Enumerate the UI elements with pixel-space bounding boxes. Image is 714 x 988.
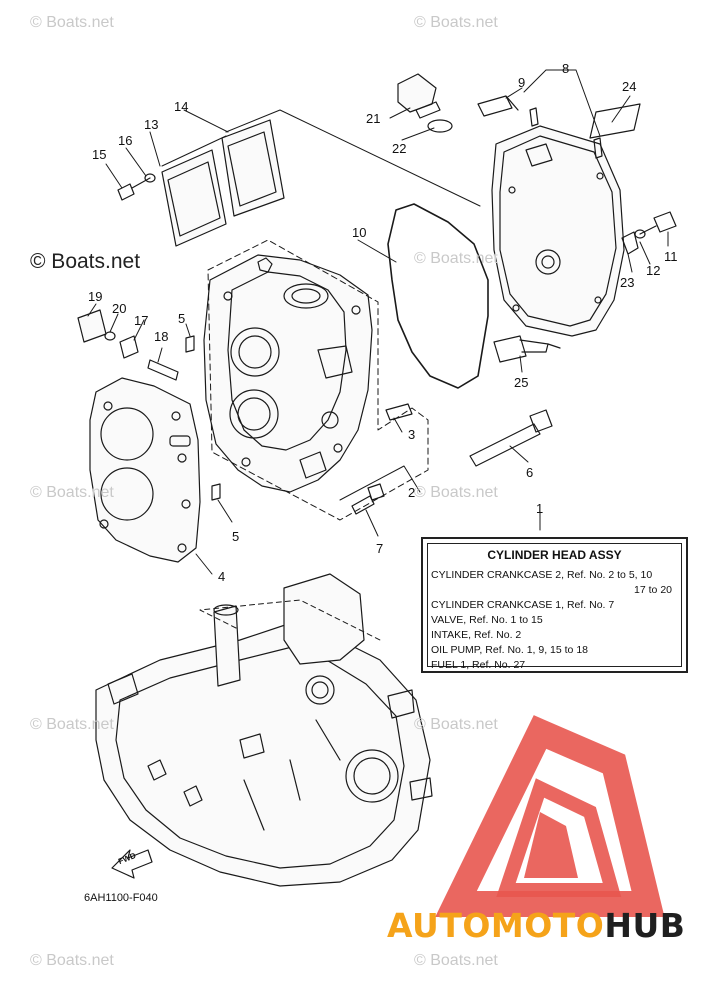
callout-20: 20	[112, 301, 127, 316]
callout-18: 18	[154, 329, 169, 344]
spark-plug-part	[493, 335, 561, 363]
legend-line: CYLINDER CRANKCASE 2, Ref. No. 2 to 5, 1…	[431, 569, 653, 581]
head-gasket-part	[89, 377, 201, 563]
watermark-text: © Boats.net	[30, 952, 114, 969]
callout-6: 6	[526, 465, 534, 480]
legend-line: OIL PUMP, Ref. No. 1, 9, 15 to 18	[431, 644, 588, 656]
gasket-plates-part	[161, 109, 481, 247]
watermark-text: © Boats.net	[414, 716, 498, 733]
watermark-text: © Boats.net	[30, 716, 114, 733]
callout-5b: 5	[232, 529, 240, 544]
callout-1: 1	[536, 501, 544, 516]
callout-5: 5	[178, 311, 186, 326]
crankcase-part	[95, 573, 433, 887]
callout-16: 16	[118, 133, 133, 148]
callout-11: 11	[664, 249, 678, 264]
callout-19: 19	[88, 289, 103, 304]
bolt-6-part	[469, 409, 553, 467]
callout-25: 25	[514, 375, 529, 390]
assembly-legend-box: CYLINDER HEAD ASSY CYLINDER CRANKCASE 2,…	[421, 537, 688, 673]
legend-line: INTAKE, Ref. No. 2	[431, 629, 522, 641]
callout-9: 9	[518, 75, 526, 90]
fwd-arrow-icon	[111, 849, 153, 879]
callout-21: 21	[366, 111, 381, 126]
bolt-15-part	[117, 173, 156, 201]
legend-line: FUEL 1, Ref. No. 27	[431, 659, 526, 671]
callout-3: 3	[408, 427, 416, 442]
callout-17: 17	[134, 313, 149, 328]
cylinder-head-part	[203, 254, 373, 493]
automotohub-wordmark: AUTOMOTOHUB	[387, 906, 685, 945]
callout-8: 8	[562, 61, 570, 76]
dowel-5a-part	[185, 335, 195, 353]
watermark-text: © Boats.net	[30, 250, 141, 273]
callout-13: 13	[144, 117, 159, 132]
callout-4: 4	[218, 569, 226, 584]
brand-part-1: AUTOMOTO	[387, 906, 605, 945]
callout-12: 12	[646, 263, 661, 278]
watermark-text: © Boats.net	[30, 484, 114, 501]
watermark-text: © Boats.net	[414, 250, 498, 267]
watermark-text: © Boats.net	[414, 952, 498, 969]
oil-pump-small-parts	[77, 309, 179, 381]
brand-part-2: HUB	[604, 906, 686, 945]
oil-cap-part	[397, 73, 453, 133]
callout-23: 23	[620, 275, 635, 290]
callout-14: 14	[174, 99, 189, 114]
head-cover-part	[491, 107, 625, 337]
callout-2: 2	[408, 485, 416, 500]
legend-title: CYLINDER HEAD ASSY	[487, 548, 622, 562]
legend-line: CYLINDER CRANKCASE 1, Ref. No. 7	[431, 599, 615, 611]
legend-line: VALVE, Ref. No. 1 to 15	[431, 614, 543, 626]
pin-3-part	[385, 403, 413, 421]
callout-7: 7	[376, 541, 384, 556]
watermark-text: © Boats.net	[30, 14, 114, 31]
callout-24: 24	[622, 79, 637, 94]
legend-line: 17 to 20	[634, 584, 672, 596]
watermark-text: © Boats.net	[414, 484, 498, 501]
dowel-5b-part	[211, 483, 221, 501]
callout-10: 10	[352, 225, 367, 240]
legend-inner-frame	[427, 543, 682, 667]
bolt-7-part	[351, 483, 385, 515]
automotohub-logo-icon	[435, 715, 665, 917]
plug-9-part	[477, 95, 519, 117]
label-plate-24-part	[589, 103, 641, 139]
callout-15: 15	[92, 147, 107, 162]
bolt-11-part	[621, 211, 677, 255]
callout-22: 22	[392, 141, 407, 156]
watermark-text: © Boats.net	[414, 14, 498, 31]
cover-gasket-10-part	[387, 203, 489, 389]
diagram-code: 6AH1100-F040	[84, 892, 158, 904]
